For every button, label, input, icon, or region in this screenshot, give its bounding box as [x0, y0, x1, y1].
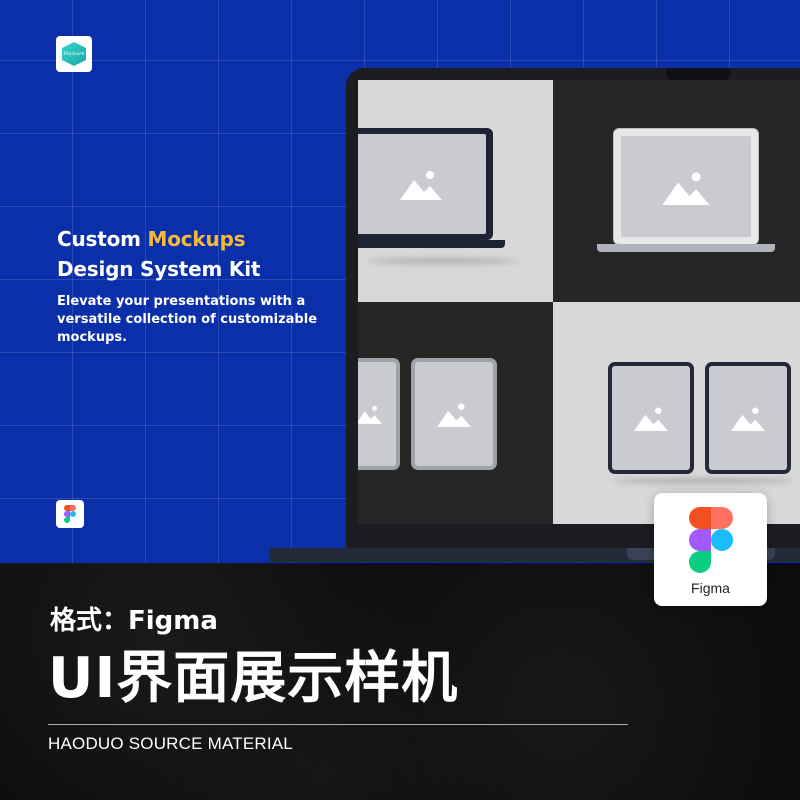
page-title: UI界面展示样机	[48, 646, 459, 711]
headline-part1: Custom	[57, 227, 148, 251]
description: Elevate your presentations with a versat…	[57, 294, 318, 345]
image-placeholder-icon	[415, 362, 493, 466]
shadow	[368, 258, 518, 264]
image-placeholder-icon	[358, 134, 486, 234]
brand-logo-icon: Flickure	[56, 36, 92, 72]
brand-logo-text: Flickure	[63, 51, 85, 57]
figma-logo-icon	[56, 500, 84, 528]
tablet-mockup	[608, 362, 694, 474]
tablet-mockup	[705, 362, 791, 474]
mini-laptop-lid	[358, 128, 493, 240]
shadow	[613, 478, 793, 484]
figma-label: Figma	[691, 580, 730, 596]
format-label: 格式：Figma	[50, 606, 218, 636]
tablet-mockup	[411, 358, 497, 470]
laptop-mockup	[346, 68, 800, 558]
image-placeholder-icon	[709, 366, 787, 470]
image-placeholder-icon	[621, 136, 751, 237]
headline: Custom Mockups Design System Kit	[57, 224, 260, 284]
figma-badge: Figma	[654, 493, 767, 606]
screen-quadrant-bottom-left	[358, 302, 553, 524]
mini-laptop-base	[358, 240, 505, 248]
mini-laptop-base	[597, 244, 775, 252]
laptop-screen	[358, 80, 800, 524]
screen-quadrant-top-right	[553, 80, 800, 302]
headline-line2: Design System Kit	[57, 257, 261, 281]
screen-quadrant-bottom-right	[553, 302, 800, 524]
screen-quadrant-top-left	[358, 80, 553, 302]
image-placeholder-icon	[358, 362, 396, 466]
image-placeholder-icon	[612, 366, 690, 470]
headline-accent: Mockups	[147, 227, 246, 251]
figma-logo-icon	[689, 507, 733, 577]
tablet-mockup	[358, 358, 400, 470]
mini-laptop-lid	[613, 128, 759, 245]
divider	[48, 724, 628, 725]
source-label: HAODUO SOURCE MATERIAL	[48, 734, 293, 753]
laptop-notch	[666, 68, 730, 80]
